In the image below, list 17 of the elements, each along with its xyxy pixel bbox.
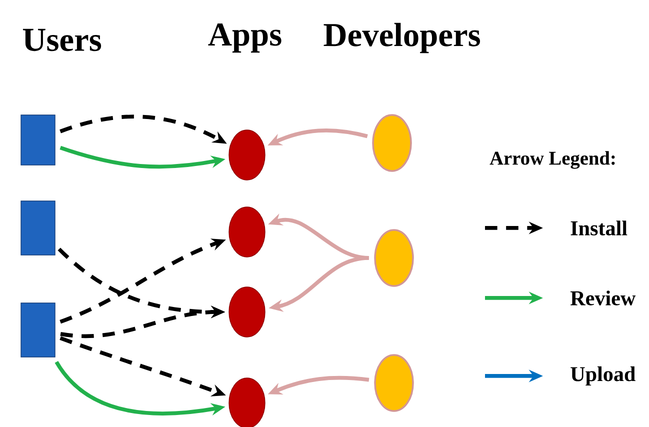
legend-title: Arrow Legend: [490, 151, 615, 169]
legend-label: Review [570, 290, 636, 306]
app-circle [228, 130, 266, 180]
user-box [20, 302, 56, 358]
legend-label: Install [570, 220, 628, 236]
column-heading: Apps [208, 23, 282, 53]
user-box [20, 114, 56, 166]
app-circle [228, 378, 266, 427]
column-heading: Users [22, 28, 102, 52]
developer-circle [374, 354, 414, 412]
app-circle [228, 286, 266, 338]
user-box [20, 200, 56, 256]
developer-circle [374, 229, 414, 287]
column-heading: Developers [324, 22, 480, 54]
app-circle [228, 206, 266, 258]
legend-label: Upload [570, 366, 636, 386]
developer-circle [372, 114, 412, 172]
